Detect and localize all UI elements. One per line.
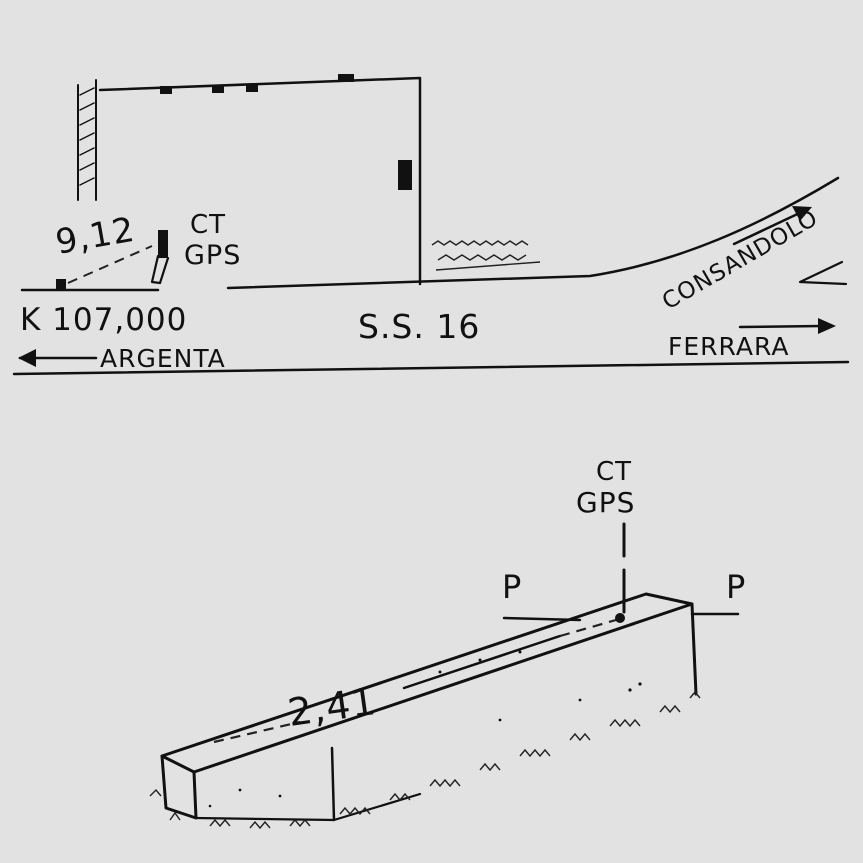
ground-grass [149,690,701,830]
direction-right-label-1: Consandolo [658,205,823,315]
arrow-left-icon [18,349,36,367]
road-edge-bottom [12,360,850,376]
point-label-right: P [726,568,746,606]
arrow-right-line [738,324,824,329]
detail-station-label-gps: GPS [576,486,635,519]
measure-line-left [213,720,301,744]
hatched-wall [77,79,97,201]
arrow-consandolo-icon [792,206,812,221]
gps-pillar [150,230,170,285]
fence-post [212,85,224,93]
detail-station-label-ct: CT [596,457,632,487]
length-label: 2,41 [285,679,379,735]
vegetation-hatching [431,240,541,271]
concrete-texture [208,650,642,808]
site-plan: 9,12 CT GPS K 107,000 S.S. 16 Argenta Co… [12,74,850,376]
distance-label: 9,12 [53,210,138,263]
kerb-block [160,592,698,822]
arrow-consandolo-line [732,208,808,246]
km-marker-label: K 107,000 [20,302,187,338]
fence-post [160,86,172,94]
benchmark-detail: CT GPS P P 2,41 [149,457,746,830]
km-marker-stone [56,279,66,290]
angle-mark-icon [798,260,848,286]
station-label-gps: GPS [184,240,241,271]
benchmark-point [615,613,625,623]
fence-post [246,84,258,92]
direction-left-label: Argenta [100,344,226,373]
measure-line-mid [402,634,562,690]
fence-post [338,74,354,82]
building-outline [98,76,422,286]
road-edge-curved [226,176,840,290]
direction-right-label-2: Ferrara [668,332,789,361]
distance-line [67,245,153,284]
road-label: S.S. 16 [358,307,480,346]
point-label-left: P [502,568,522,606]
station-label-ct: CT [190,210,226,240]
arrow-right-icon [818,318,836,334]
building-door-mark [398,160,412,190]
measure-line-right [559,618,617,638]
